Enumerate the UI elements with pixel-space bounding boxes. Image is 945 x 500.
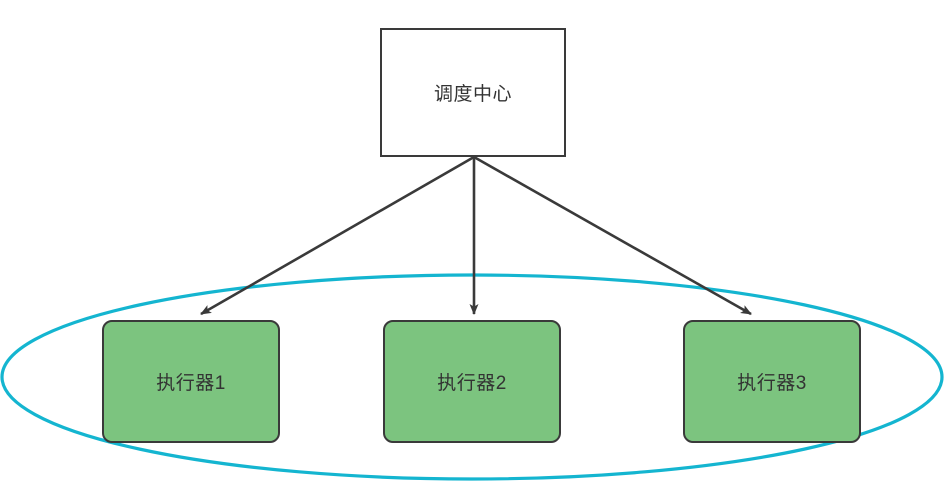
node-executor-1-label: 执行器1 [156, 373, 226, 394]
connector-scheduler-to-executor-1 [200, 155, 475, 316]
node-executor-3[interactable]: 执行器3 [683, 320, 861, 443]
node-scheduler-label: 调度中心 [433, 84, 512, 105]
connector-scheduler-to-executor-3 [473, 155, 752, 316]
node-scheduler[interactable]: 调度中心 [380, 28, 566, 157]
node-executor-1[interactable]: 执行器1 [102, 320, 280, 443]
node-executor-2[interactable]: 执行器2 [383, 320, 561, 443]
executor-group-ellipse [0, 273, 944, 481]
node-executor-3-label: 执行器3 [737, 373, 807, 394]
node-executor-2-label: 执行器2 [437, 373, 507, 394]
